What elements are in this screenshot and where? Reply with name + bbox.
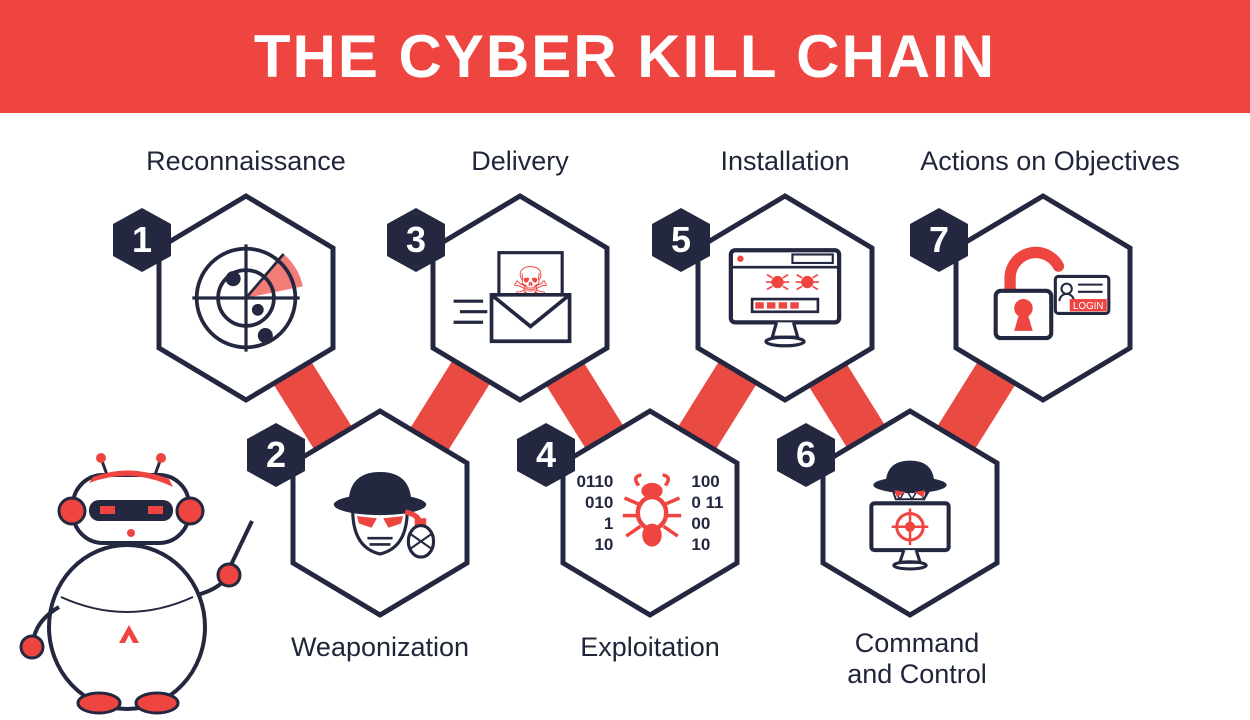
- login-label: LOGIN: [1073, 301, 1103, 312]
- stage-number-5: 5: [670, 219, 692, 260]
- stage-number-2: 2: [265, 434, 287, 475]
- stage-label-exploitation: Exploitation: [580, 632, 720, 662]
- infected-monitor-icon: [694, 193, 876, 403]
- padlock-login-icon: LOGIN: [952, 193, 1134, 403]
- stage-hex-delivery: ☠: [429, 193, 611, 403]
- hacker-grenade-icon: [289, 408, 471, 618]
- envelope-skull-icon: ☠: [429, 193, 611, 403]
- stage-number-6: 6: [795, 434, 817, 475]
- stage-hex-command-control: [819, 408, 1001, 618]
- stage-label-actions-on-objectives: Actions on Objectives: [920, 146, 1180, 176]
- binary-left-column: 0110 010 1 10: [576, 472, 614, 554]
- stage-label-delivery: Delivery: [471, 146, 569, 176]
- stage-label-installation: Installation: [720, 146, 850, 176]
- stage-label-weaponization: Weaponization: [290, 632, 470, 662]
- page-title: THE CYBER KILL CHAIN: [253, 23, 997, 90]
- robot-mascot: [15, 445, 255, 720]
- stage-hex-reconnaissance: [155, 193, 337, 403]
- bug-icon: [623, 473, 682, 547]
- stage-number-badge-7: 7: [910, 208, 968, 272]
- stage-number-1: 1: [131, 219, 153, 260]
- stage-number-badge-4: 4: [517, 423, 575, 487]
- hacker-command-monitor-icon: [819, 408, 1001, 618]
- stage-number-badge-6: 6: [777, 423, 835, 487]
- stage-number-4: 4: [535, 434, 557, 475]
- stage-number-7: 7: [928, 219, 950, 260]
- stage-label-reconnaissance: Reconnaissance: [146, 146, 346, 176]
- stage-number-3: 3: [405, 219, 427, 260]
- stage-hex-weaponization: [289, 408, 471, 618]
- stage-hex-installation: [694, 193, 876, 403]
- stage-number-badge-5: 5: [652, 208, 710, 272]
- stage-label-command-control: Command and Control: [847, 628, 987, 690]
- stage-hex-exploitation: 0110 010 1 10 100 0 11 00 10: [559, 408, 741, 618]
- binary-right-column: 100 0 11 00 10: [691, 472, 724, 554]
- binary-bug-icon: 0110 010 1 10 100 0 11 00 10: [559, 408, 741, 618]
- header-banner: THE CYBER KILL CHAIN: [0, 0, 1250, 113]
- radar-icon: [155, 193, 337, 403]
- stage-hex-actions-on-objectives: LOGIN: [952, 193, 1134, 403]
